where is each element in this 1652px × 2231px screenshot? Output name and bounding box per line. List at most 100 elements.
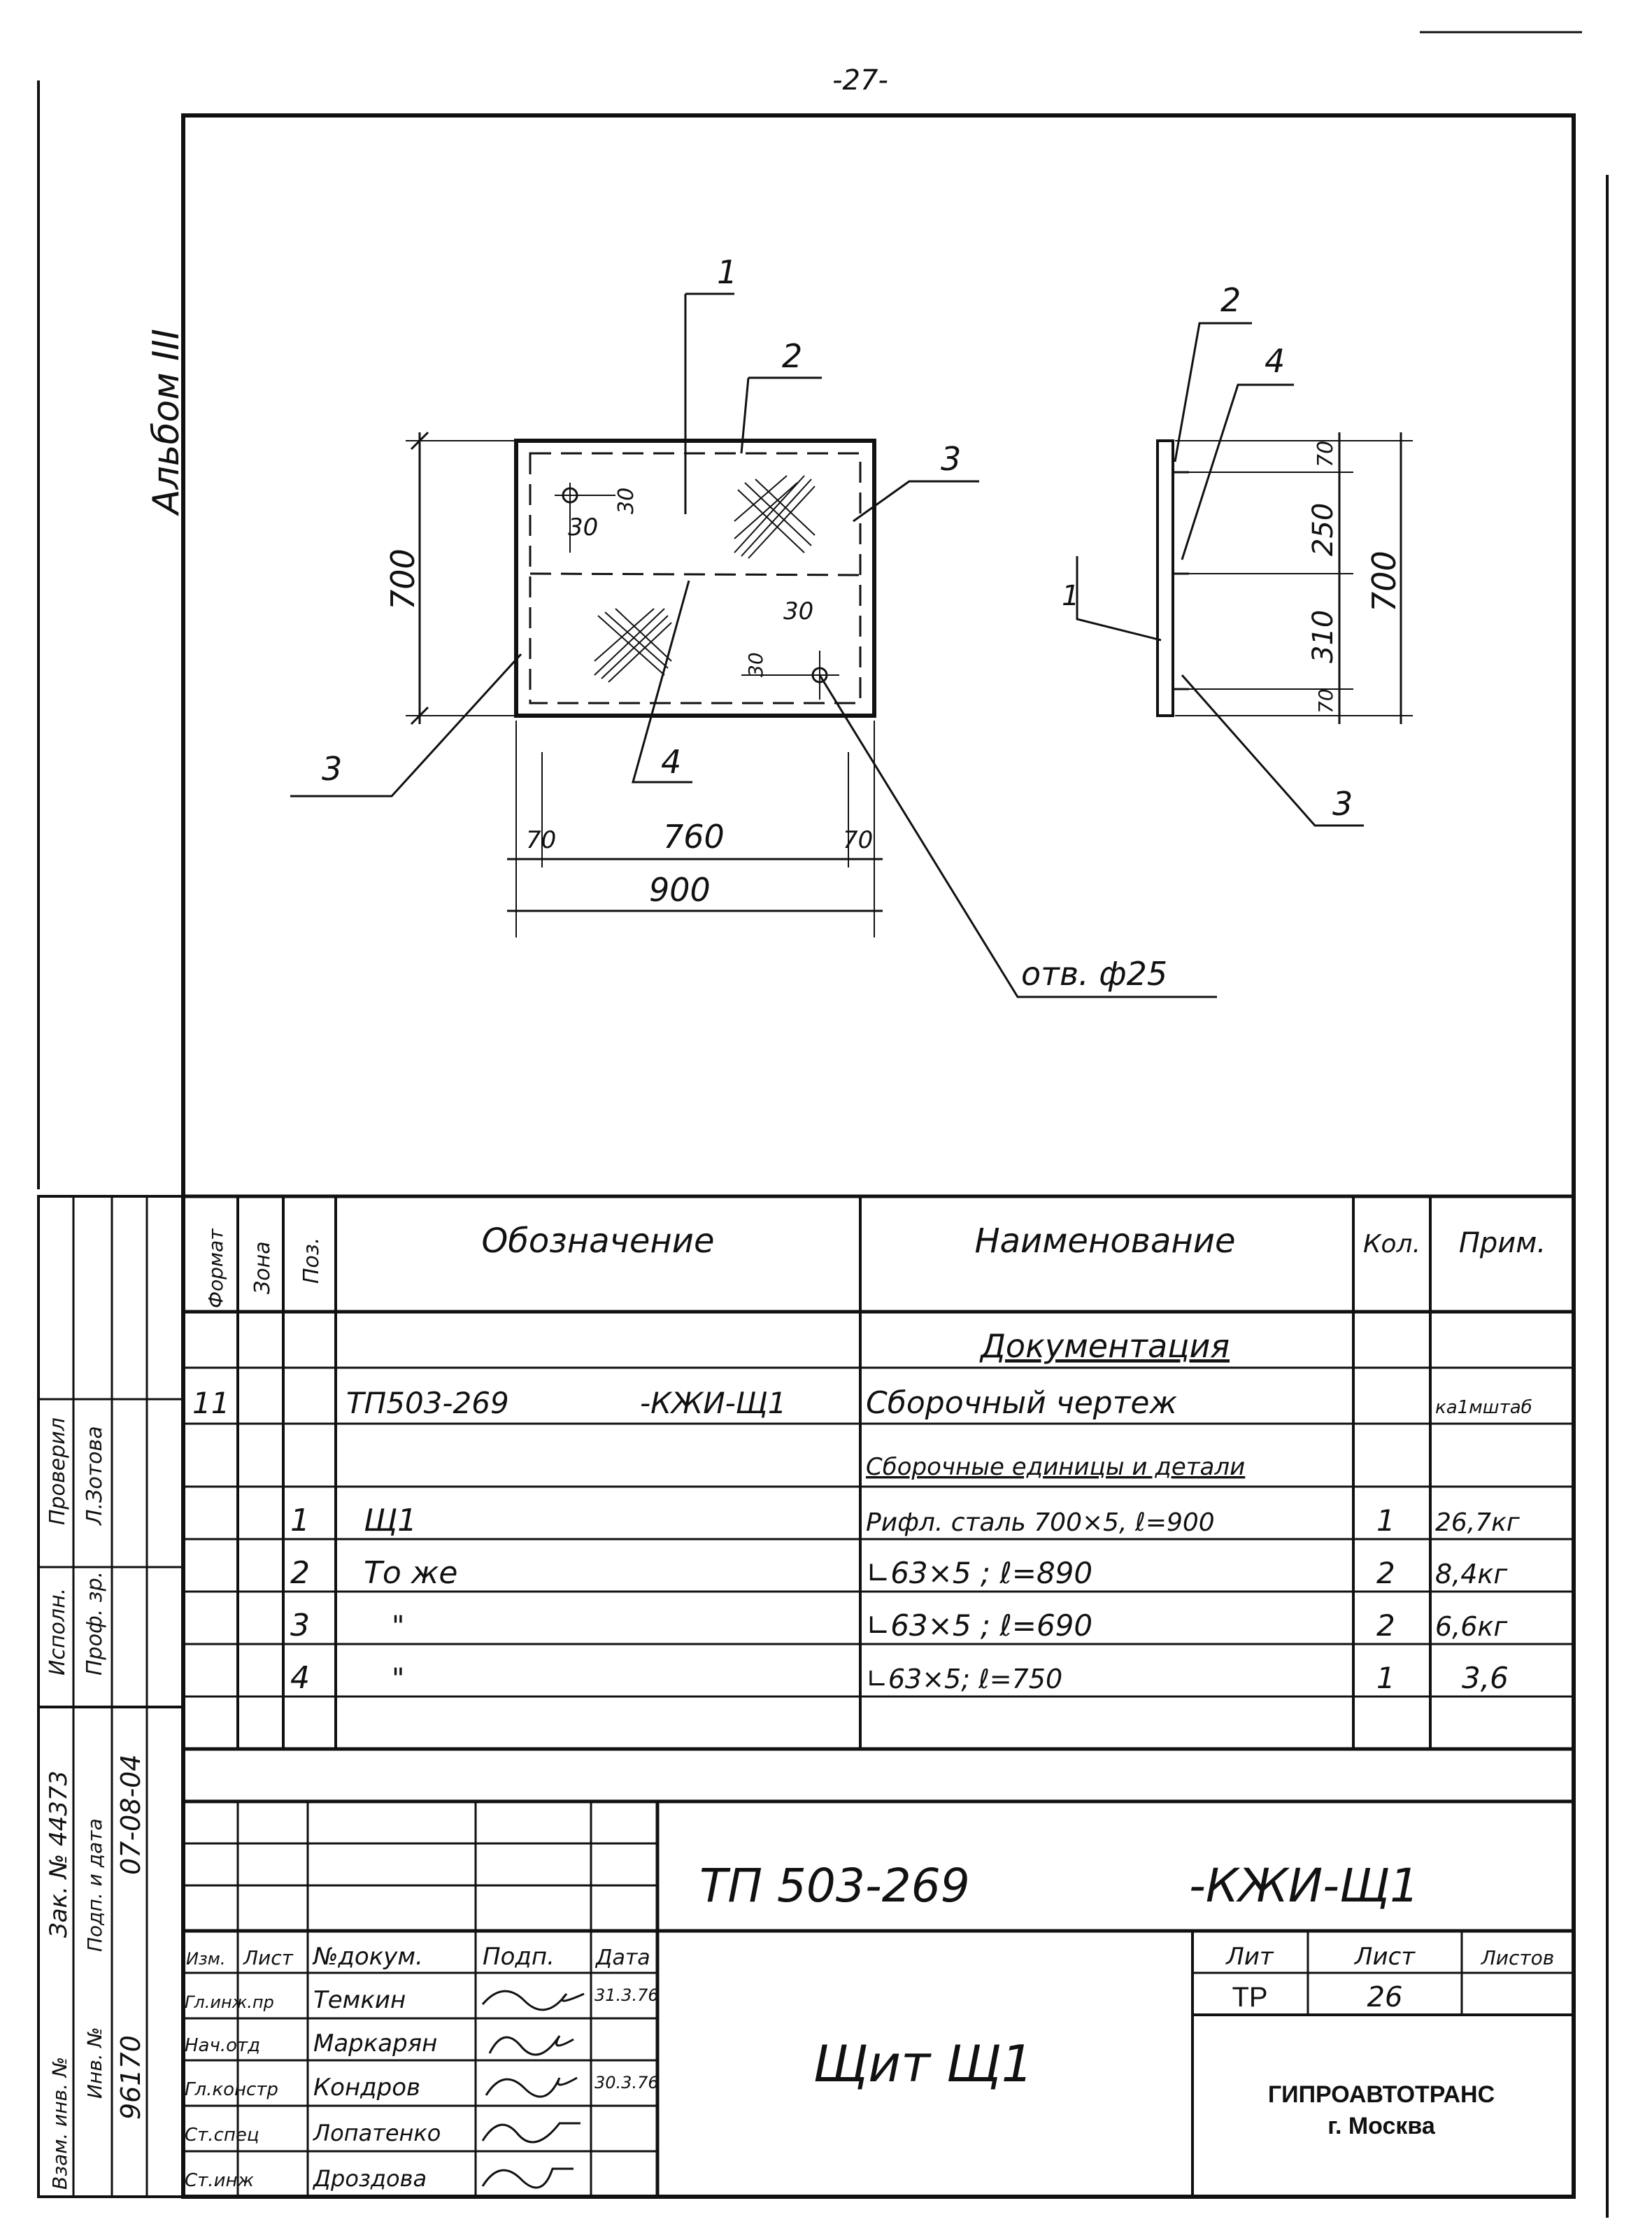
- signer5-signature: [481, 2167, 574, 2189]
- row2-pos: 2: [290, 1555, 310, 1591]
- header-format: Формат: [204, 1228, 227, 1308]
- tb-header-date: Дата: [594, 1946, 650, 1970]
- callout-2: 2: [782, 337, 802, 375]
- margin-inv: 96170: [115, 2035, 146, 2120]
- signer3-role: Гл.констр: [185, 2079, 278, 2100]
- front-view: 30 30 30 30 1 2 3 3 4 отв. ф25 700: [290, 253, 1217, 998]
- dim-30-a: 30: [568, 514, 598, 541]
- margin-replace-label: Взам. инв. №: [48, 2057, 71, 2190]
- org-city: г. Москва: [1327, 2113, 1436, 2139]
- row2-note: 8,4кг: [1435, 1559, 1508, 1589]
- header-designation: Обозначение: [481, 1221, 714, 1261]
- side-dim-700: 700: [1365, 551, 1403, 612]
- dim-70-left: 70: [526, 826, 556, 854]
- callout-1: 1: [717, 253, 737, 291]
- side-dim-70-top: 70: [1313, 441, 1338, 467]
- row4-designation: ": [392, 1663, 404, 1695]
- doc-format: 11: [192, 1386, 229, 1420]
- signer4-role: Ст.спец: [185, 2125, 259, 2146]
- row4-qty: 1: [1376, 1661, 1395, 1695]
- doc-designation-left: ТП503-269: [346, 1386, 509, 1420]
- side-callout-1: 1: [1062, 580, 1079, 612]
- row3-note: 6,6кг: [1435, 1611, 1508, 1642]
- tb-header-list: Лист: [243, 1946, 294, 1969]
- margin-check2: Проф. зр.: [83, 1571, 107, 1676]
- signer1-name: Темкин: [313, 1986, 406, 2014]
- stage-value: ТР: [1232, 1982, 1267, 2013]
- header-zone: Зона: [250, 1241, 275, 1294]
- margin-stamp: Исполн. Проф. зр. Проверил Л.Зотова Зак.…: [37, 1195, 185, 2198]
- header-name: Наименование: [974, 1221, 1235, 1261]
- sheet-title: Щит Щ1: [813, 2034, 1034, 2093]
- signer2-signature: [488, 2035, 574, 2056]
- doc-note: ка1мштаб: [1435, 1397, 1532, 1418]
- signer1-date: 31.3.76: [594, 1985, 659, 2005]
- side-dim-70-bottom: 70: [1314, 688, 1337, 714]
- row4-pos: 4: [290, 1660, 310, 1696]
- hatch-pattern-lower: [594, 608, 672, 683]
- signer3-signature: [485, 2076, 578, 2098]
- side-dim-250: 250: [1307, 503, 1339, 556]
- signer4-signature: [481, 2122, 581, 2144]
- margin-doc-no: Зак. № 44373: [45, 1771, 73, 1938]
- title-block: ТП 503-269 -КЖИ-Щ1 Изм. Лист №докум. Под…: [183, 1801, 1574, 2197]
- plate-outline: [514, 439, 876, 718]
- signer5-role: Ст.инж: [185, 2170, 254, 2191]
- dim-30-d: 30: [744, 652, 767, 677]
- hole-note: отв. ф25: [1021, 955, 1167, 993]
- row3-name: ∟63×5 ; ℓ=690: [866, 1608, 1092, 1643]
- dim-700-front: 700: [384, 548, 422, 610]
- dim-760: 760: [663, 818, 725, 856]
- signer2-role: Нач.отд: [185, 2035, 260, 2056]
- signer2-name: Маркарян: [313, 2030, 437, 2058]
- callout-4: 4: [661, 743, 681, 781]
- header-pos: Поз.: [299, 1238, 324, 1284]
- row3-designation: ": [392, 1610, 404, 1643]
- signer5-name: Дроздова: [312, 2165, 427, 2192]
- dim-70-right: 70: [843, 826, 873, 854]
- dim-30-c: 30: [783, 597, 813, 625]
- margin-sign-date-label: Подп. и дата: [83, 1818, 106, 1952]
- title-code-right: -КЖИ-Щ1: [1189, 1859, 1419, 1913]
- header-note: Прим.: [1459, 1227, 1546, 1259]
- side-plate: [1156, 439, 1174, 717]
- side-view: 2 4 1 3 70 250 310 70 700: [1062, 281, 1413, 827]
- side-callout-2: 2: [1220, 281, 1241, 319]
- margin-inv-label: Инв. №: [83, 2027, 106, 2099]
- sheet-value: 26: [1367, 1981, 1403, 2013]
- row2-designation: То же: [364, 1555, 458, 1591]
- row3-pos: 3: [290, 1608, 310, 1643]
- signer1-signature: [481, 1990, 585, 2011]
- section-parts: Сборочные единицы и детали: [866, 1453, 1245, 1481]
- header-qty: Кол.: [1363, 1230, 1420, 1259]
- margin-check1-label: Проверил: [45, 1417, 70, 1525]
- org-name: ГИПРОАВТОТРАНС: [1268, 2081, 1495, 2108]
- row4-name: ∟63×5; ℓ=750: [866, 1664, 1062, 1694]
- hatch-pattern-upper: [734, 475, 816, 559]
- signer1-role: Гл.инж.пр: [185, 1992, 274, 2012]
- row1-pos: 1: [290, 1503, 310, 1538]
- page-number: -27-: [832, 64, 888, 97]
- middle-angle-hidden: [529, 572, 861, 576]
- row1-note: 26,7кг: [1435, 1508, 1521, 1537]
- stage-header-lit: Лит: [1225, 1943, 1274, 1971]
- section-documentation: Документация: [979, 1327, 1230, 1365]
- callout-3-right: 3: [941, 440, 961, 478]
- margin-sign-date: 07-08-04: [115, 1755, 146, 1875]
- spec-table: Формат Зона Поз. Обозначение Наименовани…: [183, 1194, 1574, 1804]
- title-code-left: ТП 503-269: [699, 1859, 970, 1913]
- tb-header-izm: Изм.: [186, 1949, 225, 1969]
- side-dim-310: 310: [1307, 610, 1339, 663]
- stage-header-sheet: Лист: [1353, 1943, 1416, 1971]
- row1-designation: Щ1: [364, 1503, 417, 1538]
- tb-header-doc: №докум.: [312, 1943, 423, 1971]
- side-callout-4: 4: [1265, 342, 1285, 380]
- stage-header-sheets: Листов: [1481, 1946, 1555, 1969]
- row1-name: Рифл. сталь 700×5, ℓ=900: [866, 1508, 1215, 1537]
- signer3-name: Кондров: [313, 2074, 420, 2102]
- dim-30-b: 30: [614, 488, 639, 514]
- doc-name: Сборочный чертеж: [866, 1385, 1177, 1421]
- margin-check2-label: Исполн.: [45, 1588, 70, 1676]
- sheet-frame: [181, 113, 1576, 2199]
